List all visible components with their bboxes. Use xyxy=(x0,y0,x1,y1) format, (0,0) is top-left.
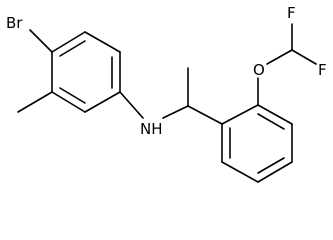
bond-ring1-n xyxy=(119,91,144,119)
bond-methyl xyxy=(17,91,53,113)
bond-ring2-a xyxy=(221,104,259,125)
structure-diagram: Br NH O F F xyxy=(6,4,327,183)
bond-ring1-d xyxy=(84,91,121,113)
bond-ring2-double-2 xyxy=(257,157,285,174)
bond-ring1-double-3 xyxy=(59,87,86,104)
bond-ring2-b xyxy=(257,104,293,125)
right-benzene-ring xyxy=(221,104,293,183)
bond-cf2-f-right xyxy=(291,49,317,65)
bromine-label: Br xyxy=(6,14,23,32)
bond-ring2-e xyxy=(221,161,259,183)
bond-ch-ring2 xyxy=(187,105,223,125)
amine-label: NH xyxy=(140,120,163,138)
bond-ring1-e xyxy=(51,91,86,113)
bond-ring2-d xyxy=(257,161,293,183)
oxygen-label: O xyxy=(253,61,265,79)
bond-n-ch xyxy=(162,105,189,119)
bond-ring2-double-3 xyxy=(257,113,285,130)
fluorine-top-label: F xyxy=(287,4,296,22)
molecule-drawing: Br NH O F F xyxy=(6,4,327,183)
bond-o-cf2 xyxy=(266,49,293,65)
bond-c-br xyxy=(29,29,53,53)
bond-ring1-a xyxy=(51,31,86,53)
bond-ring1-double-1 xyxy=(59,40,86,57)
fluorine-right-label: F xyxy=(318,61,327,79)
bond-ring1-b xyxy=(84,31,121,53)
left-benzene-ring xyxy=(51,31,121,113)
